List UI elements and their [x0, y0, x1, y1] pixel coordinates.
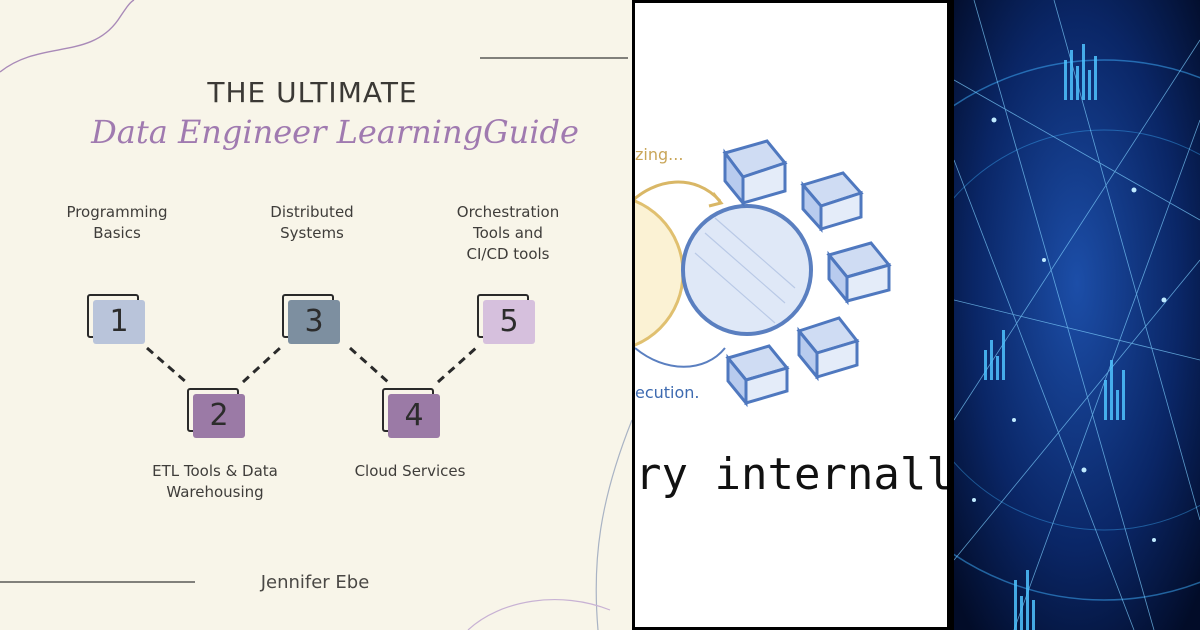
- step-1-box: 1: [87, 294, 145, 344]
- sketch-top-text: zing...: [635, 145, 684, 164]
- step-2-number: 2: [193, 394, 245, 438]
- step-5-label: Orchestration Tools and CI/CD tools: [456, 203, 560, 263]
- step-2-box: 2: [187, 388, 245, 438]
- cube-icon: [826, 241, 892, 306]
- step-3-number: 3: [288, 300, 340, 344]
- sketch-caption: ry internally: [635, 449, 950, 500]
- step-5-number: 5: [483, 300, 535, 344]
- cube-icon: [796, 316, 860, 382]
- cube-icon: [725, 344, 790, 408]
- sketch-bottom-text: ecution.: [635, 383, 700, 402]
- cube-icon: [722, 139, 788, 208]
- sketch-panel: zing... ecution. ry internally: [632, 0, 954, 630]
- step-5-box: 5: [477, 294, 535, 344]
- step-2-label: ETL Tools & Data Warehousing: [152, 462, 278, 501]
- step-1-label: Programming Basics: [66, 203, 168, 242]
- sketch-canvas: zing... ecution. ry internally: [635, 3, 950, 627]
- title-line1: THE ULTIMATE: [207, 76, 418, 109]
- network-graphic: [954, 0, 1200, 630]
- cube-icon: [800, 171, 864, 233]
- step-1-number: 1: [93, 300, 145, 344]
- author-name: Jennifer Ebe: [260, 572, 370, 593]
- step-3-label: Distributed Systems: [270, 203, 354, 242]
- step-4-box: 4: [382, 388, 440, 438]
- decorative-lines: [0, 0, 632, 630]
- title-line2: Data Engineer LearningGuide: [91, 113, 579, 151]
- step-3-box: 3: [282, 294, 340, 344]
- step-4-number: 4: [388, 394, 440, 438]
- cube-icons: [722, 139, 892, 408]
- step-4-label: Cloud Services: [354, 462, 466, 480]
- network-image: [954, 0, 1200, 630]
- guide-panel: THE ULTIMATE Data Engineer LearningGuide…: [0, 0, 632, 630]
- sketch-illustration: [635, 180, 813, 368]
